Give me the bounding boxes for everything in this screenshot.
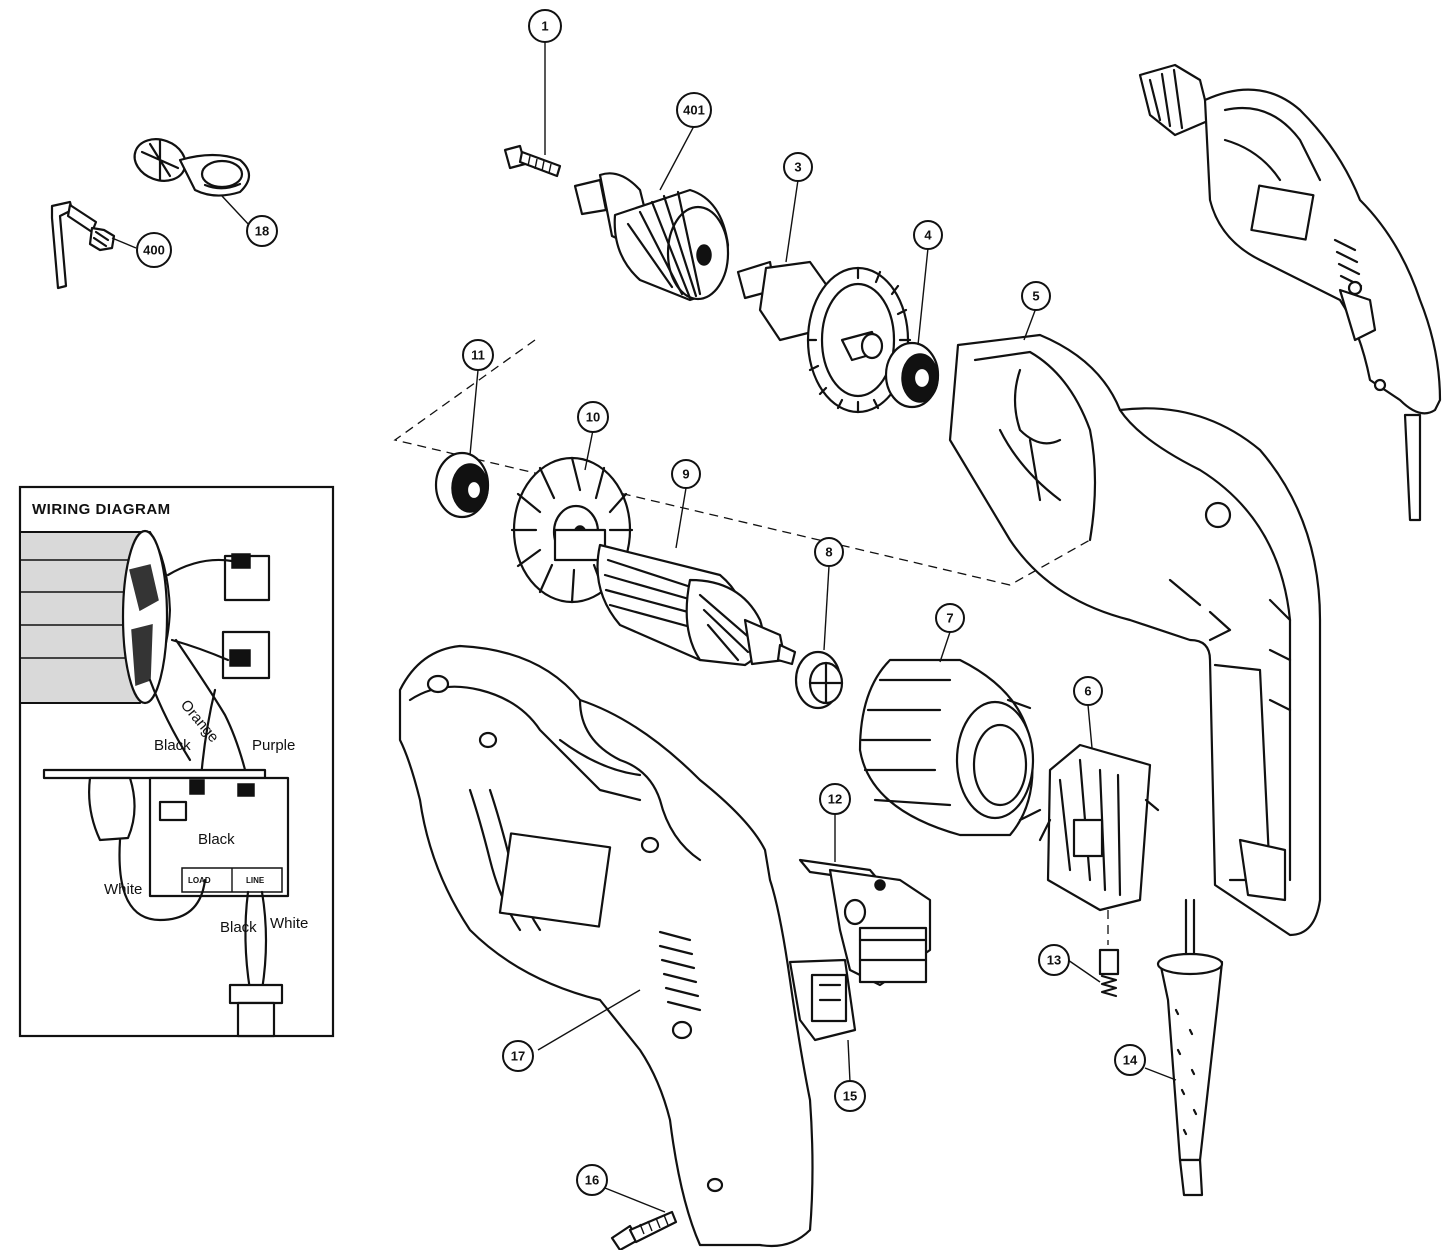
part-401-chuck — [573, 172, 730, 302]
svg-text:14: 14 — [1123, 1053, 1138, 1068]
wiring-diagram-panel: WIRING DIAGRAM LOAD LINE — [18, 485, 335, 1038]
part-15-lever — [788, 958, 857, 1042]
part-18-depth-gauge — [133, 138, 251, 197]
wiring-label-black-mid: Black — [198, 831, 235, 848]
svg-text:401: 401 — [683, 103, 705, 118]
callout-1: 1 — [528, 9, 562, 43]
callout-4: 4 — [913, 220, 943, 250]
callout-401: 401 — [676, 92, 712, 128]
svg-text:5: 5 — [1032, 289, 1039, 304]
svg-text:10: 10 — [586, 410, 600, 425]
callout-9: 9 — [671, 459, 701, 489]
assembled-drill-view — [1138, 63, 1442, 522]
part-8-bearing — [794, 650, 844, 710]
wiring-label-black-bottom: Black — [220, 919, 257, 936]
part-400-chuck-key — [50, 200, 116, 290]
callout-18: 18 — [246, 215, 278, 247]
part-1-screw — [503, 144, 562, 178]
part-16-screw — [610, 1210, 678, 1250]
part-11-bearing — [434, 451, 490, 519]
callout-7: 7 — [935, 603, 965, 633]
svg-text:8: 8 — [825, 545, 832, 560]
svg-text:9: 9 — [682, 467, 689, 482]
part-13-carbon-brush — [1098, 910, 1120, 998]
part-5-housing — [948, 333, 1322, 937]
wiring-label-line: LINE — [246, 876, 265, 885]
callout-5: 5 — [1021, 281, 1051, 311]
svg-text:4: 4 — [924, 228, 932, 243]
part-9-armature — [553, 528, 797, 667]
assembly-dash-line — [393, 339, 1091, 586]
svg-text:400: 400 — [143, 243, 165, 258]
callout-11: 11 — [462, 339, 494, 371]
callout-12: 12 — [819, 783, 851, 815]
part-4-bearing — [884, 341, 940, 409]
callout-13: 13 — [1038, 944, 1070, 976]
wiring-label-white-left: White — [104, 881, 142, 898]
callout-8: 8 — [814, 537, 844, 567]
part-14-cord-guard — [1156, 898, 1224, 1197]
wiring-label-white-bottom: White — [270, 915, 308, 932]
svg-text:12: 12 — [828, 792, 842, 807]
svg-text:16: 16 — [585, 1173, 599, 1188]
part-12-switch — [798, 858, 932, 987]
svg-text:1: 1 — [541, 19, 548, 34]
callout-6: 6 — [1073, 676, 1103, 706]
part-6-brush-holder — [1038, 743, 1160, 912]
callout-14: 14 — [1114, 1044, 1146, 1076]
wiring-label-load: LOAD — [188, 876, 211, 885]
part-7-field — [858, 658, 1042, 837]
svg-text:15: 15 — [843, 1089, 857, 1104]
svg-text:18: 18 — [255, 224, 269, 239]
wiring-label-black-top: Black — [154, 737, 191, 754]
callout-3: 3 — [783, 152, 813, 182]
wiring-diagram-title: WIRING DIAGRAM — [32, 501, 171, 518]
svg-text:6: 6 — [1084, 684, 1091, 699]
callout-15: 15 — [834, 1080, 866, 1112]
callout-10: 10 — [577, 401, 609, 433]
svg-text:13: 13 — [1047, 953, 1061, 968]
part-17-housing — [398, 644, 814, 1248]
callout-17: 17 — [502, 1040, 534, 1072]
svg-text:11: 11 — [471, 348, 485, 363]
svg-text:3: 3 — [794, 160, 801, 175]
callout-16: 16 — [576, 1164, 608, 1196]
part-3-spindle-gear — [736, 260, 912, 414]
callout-400: 400 — [136, 232, 172, 268]
svg-text:7: 7 — [946, 611, 953, 626]
svg-text:17: 17 — [511, 1049, 525, 1064]
wiring-label-purple: Purple — [252, 737, 295, 754]
